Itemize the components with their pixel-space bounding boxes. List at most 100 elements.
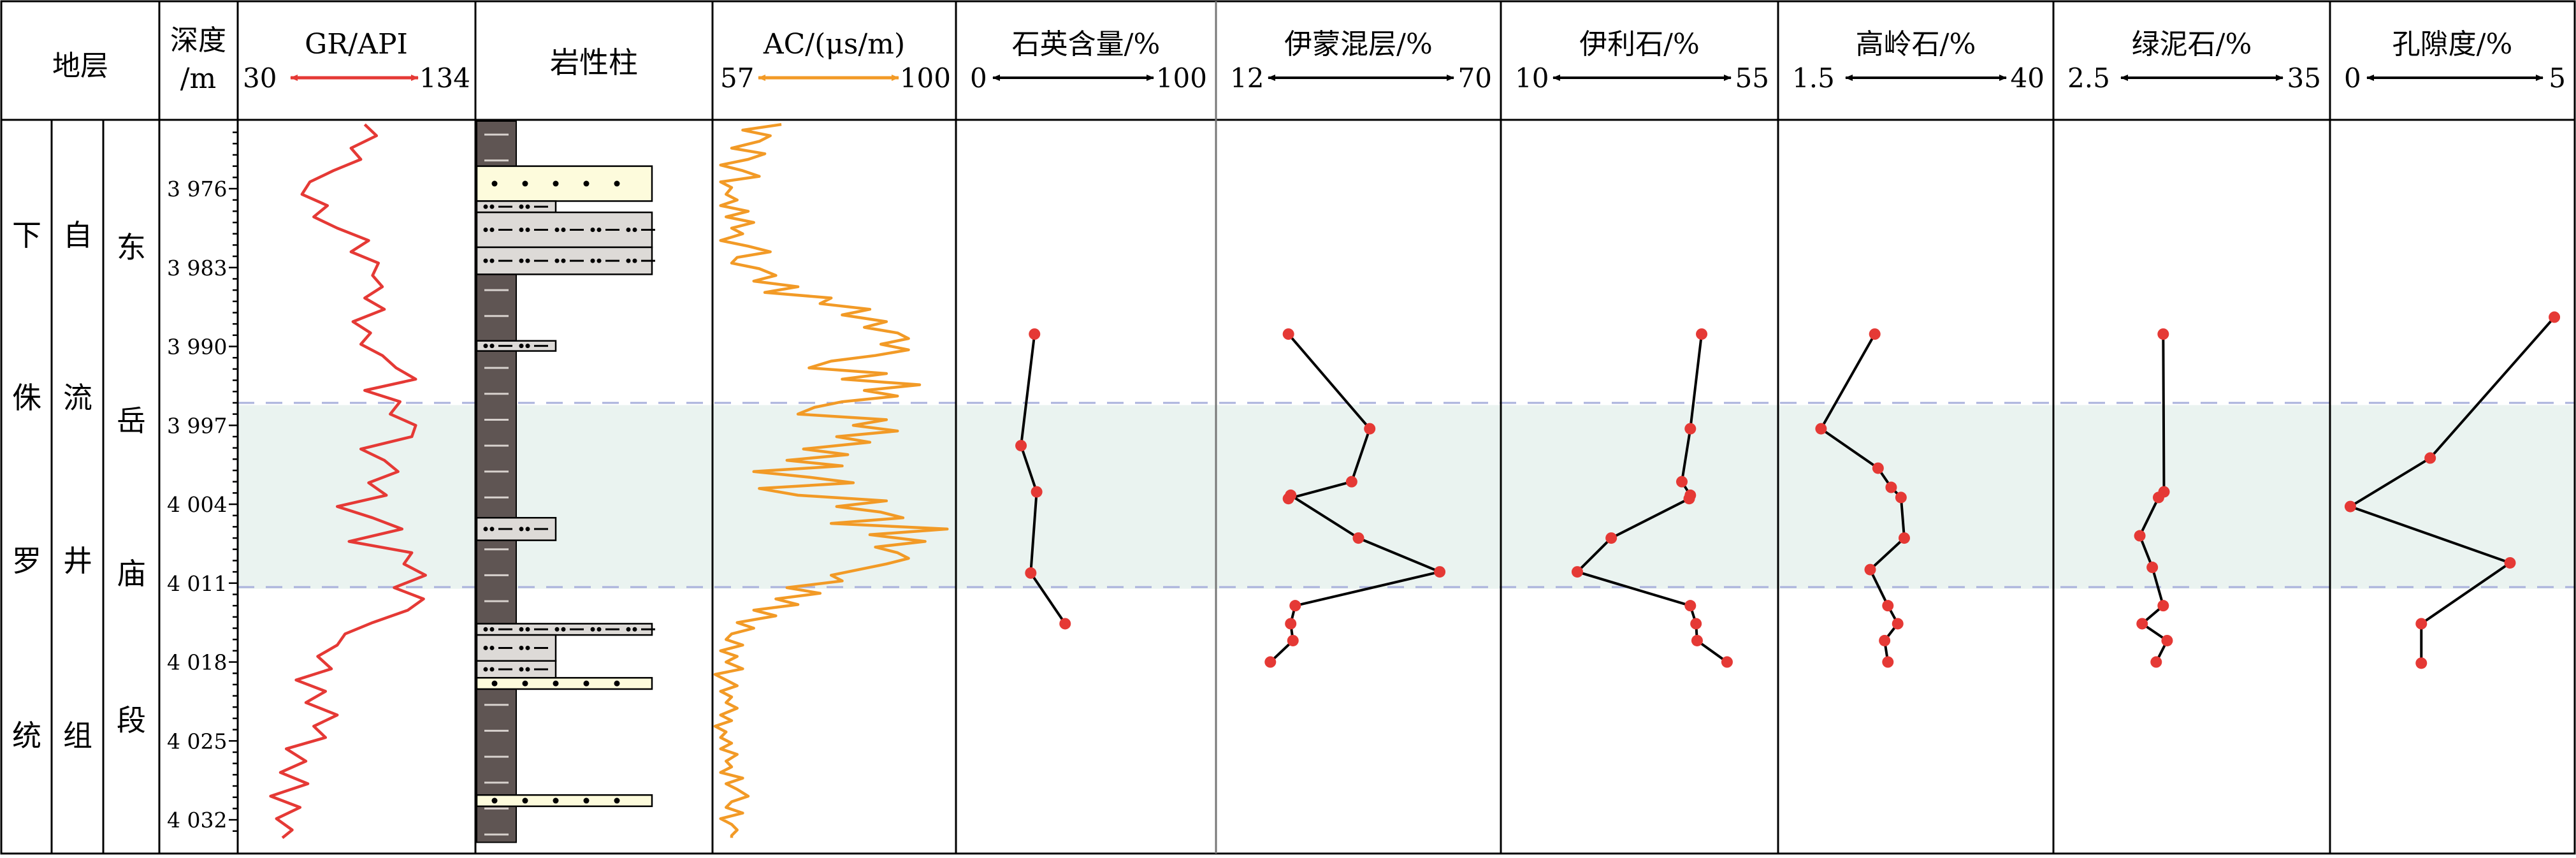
silt-dot	[554, 627, 560, 632]
silt-dot	[519, 228, 524, 233]
sand-dot	[614, 797, 620, 804]
silt-dot	[597, 258, 602, 263]
silt-dot	[483, 228, 488, 233]
log-curves	[269, 122, 949, 840]
series-char: 罗	[12, 544, 41, 578]
porosity-data-point	[2424, 452, 2436, 464]
chlorite-max-label: 35	[2287, 62, 2321, 94]
kaolinite-max-label: 40	[2011, 62, 2044, 94]
mineral-profiles	[1015, 311, 2561, 669]
porosity-min-label: 0	[2344, 62, 2361, 94]
ac-min-label: 57	[720, 62, 754, 94]
lithology-column	[475, 120, 655, 843]
sand-dot	[553, 180, 559, 187]
illite-data-point	[1696, 328, 1708, 340]
illite-data-point	[1605, 532, 1617, 544]
illite-data-point	[1691, 634, 1703, 646]
sand-dot	[522, 797, 528, 804]
series-char: 统	[12, 718, 41, 753]
quartz-min-label: 0	[970, 62, 987, 94]
kaolinite-data-point	[1899, 532, 1910, 544]
depth-tick-label: 4 032	[167, 808, 227, 833]
kaolinite-data-point	[1885, 481, 1897, 493]
kaolinite-data-point	[1864, 564, 1876, 576]
silt-dot	[632, 228, 637, 233]
silt-dot	[525, 258, 530, 263]
porosity-data-point	[2415, 657, 2428, 669]
quartz-data-point	[1059, 618, 1071, 630]
sand-dot	[583, 797, 590, 804]
group-char: 流	[63, 381, 92, 415]
kaolinite-data-point	[1895, 491, 1907, 504]
silt-dot	[632, 258, 637, 263]
porosity-data-point	[2415, 618, 2428, 630]
silt-dot	[632, 627, 637, 632]
mixed-layer-data-point	[1285, 489, 1297, 501]
depth-tick-label: 4 004	[167, 492, 227, 517]
silt-dot	[590, 258, 595, 263]
sand-dot	[614, 680, 620, 687]
silt-dot	[519, 344, 524, 349]
mixed-layer-data-point	[1287, 634, 1299, 646]
chlorite-data-point	[2152, 491, 2164, 504]
illite-max-label: 55	[1735, 62, 1769, 94]
silt-dot	[626, 228, 631, 233]
chlorite-data-point	[2157, 328, 2169, 340]
member-char: 东	[117, 230, 146, 265]
silt-dot	[483, 258, 488, 263]
silt-dot	[626, 258, 631, 263]
silt-dot	[483, 204, 488, 209]
silt-dot	[561, 228, 566, 233]
quartz-data-point	[1015, 440, 1027, 452]
group-char: 组	[63, 718, 92, 753]
silt-dot	[519, 204, 524, 209]
silt-dot	[519, 627, 524, 632]
member-char: 庙	[117, 556, 146, 591]
mixed-layer-data-point	[1289, 600, 1301, 612]
mixed-layer-data-point	[1264, 656, 1277, 668]
mixed-layer-data-point	[1434, 566, 1446, 578]
silt-dot	[626, 627, 631, 632]
chlorite-data-point	[2161, 634, 2173, 646]
group-char: 自	[63, 218, 92, 252]
sand-dot	[553, 680, 559, 687]
kaolinite-data-point	[1869, 328, 1881, 340]
depth-tick-label: 3 990	[167, 335, 227, 360]
sand-dot	[553, 797, 559, 804]
mixed-layer-data-point	[1282, 328, 1294, 340]
series-char: 下	[12, 218, 41, 252]
sand-dot	[491, 797, 498, 804]
illite-data-point	[1684, 600, 1697, 612]
silt-dot	[483, 667, 488, 672]
illite-data-point	[1683, 493, 1695, 505]
silt-dot	[525, 627, 530, 632]
mixed-layer-data-point	[1364, 423, 1376, 435]
kaolinite-data-point	[1815, 423, 1827, 435]
chlorite-title: 绿泥石/%	[2132, 28, 2252, 61]
silt-dot	[590, 627, 595, 632]
series-char: 侏	[12, 381, 41, 415]
sand-dot	[583, 180, 590, 187]
quartz-data-point	[1025, 567, 1037, 579]
quartz-data-point	[1031, 486, 1043, 498]
quartz-data-point	[1029, 328, 1041, 340]
silt-dot	[590, 228, 595, 233]
lithology-header: 岩性柱	[550, 45, 638, 80]
silt-dot	[554, 258, 560, 263]
porosity-data-point	[2549, 311, 2561, 323]
gr-title: GR/API	[305, 28, 408, 61]
silt-dot	[489, 645, 495, 650]
silt-dot	[483, 344, 488, 349]
porosity-data-point	[2344, 500, 2356, 513]
gr-min-label: 30	[243, 62, 277, 94]
chlorite-data-point	[2134, 530, 2146, 542]
silt-dot	[489, 667, 495, 672]
quartz-max-label: 100	[1156, 62, 1207, 94]
sand-dot	[614, 180, 620, 187]
mixed-layer-max-label: 70	[1458, 62, 1492, 94]
silt-dot	[561, 627, 566, 632]
silt-dot	[489, 258, 495, 263]
kaolinite-data-point	[1882, 656, 1894, 668]
